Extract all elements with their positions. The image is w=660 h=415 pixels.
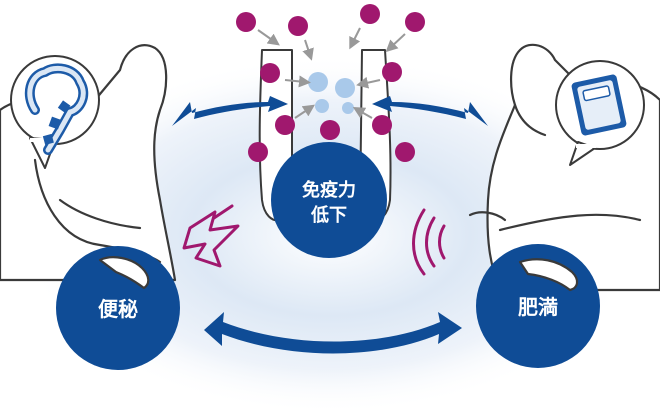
arrow-left-top	[172, 96, 288, 126]
germ	[405, 12, 425, 32]
germ	[320, 120, 340, 140]
scale-bubble	[555, 60, 645, 166]
germ-motion-arrows	[257, 27, 406, 119]
constipation-circle	[56, 246, 180, 370]
lightning-bolt-icon-2	[212, 204, 234, 220]
germs-magenta	[236, 4, 425, 162]
germ	[382, 62, 402, 82]
immunity-circle	[271, 142, 387, 258]
arrow-right-top	[372, 96, 488, 126]
hands-over-circles	[98, 256, 579, 292]
constipation-label: 便秘	[98, 297, 138, 321]
obesity-label: 肥満	[518, 295, 558, 319]
germ	[360, 4, 380, 24]
germ	[236, 12, 256, 32]
germ	[395, 142, 415, 162]
sound-wave-icon	[412, 208, 446, 276]
germ	[342, 102, 354, 114]
cycle-arrows	[172, 96, 488, 354]
immunity-label-line1: 免疫力	[302, 179, 356, 201]
germ	[372, 115, 392, 135]
germs-blue	[308, 72, 355, 114]
arrow-bottom	[204, 312, 462, 354]
germ	[335, 78, 355, 98]
germ	[260, 63, 280, 83]
lightning-bolt-icon	[182, 210, 240, 268]
germ	[308, 72, 328, 92]
germ	[315, 99, 329, 113]
intestine-bubble	[10, 55, 100, 169]
germ	[288, 16, 308, 36]
germ	[275, 115, 295, 135]
germ	[248, 142, 268, 162]
immunity-label-line2: 低下	[310, 204, 347, 226]
